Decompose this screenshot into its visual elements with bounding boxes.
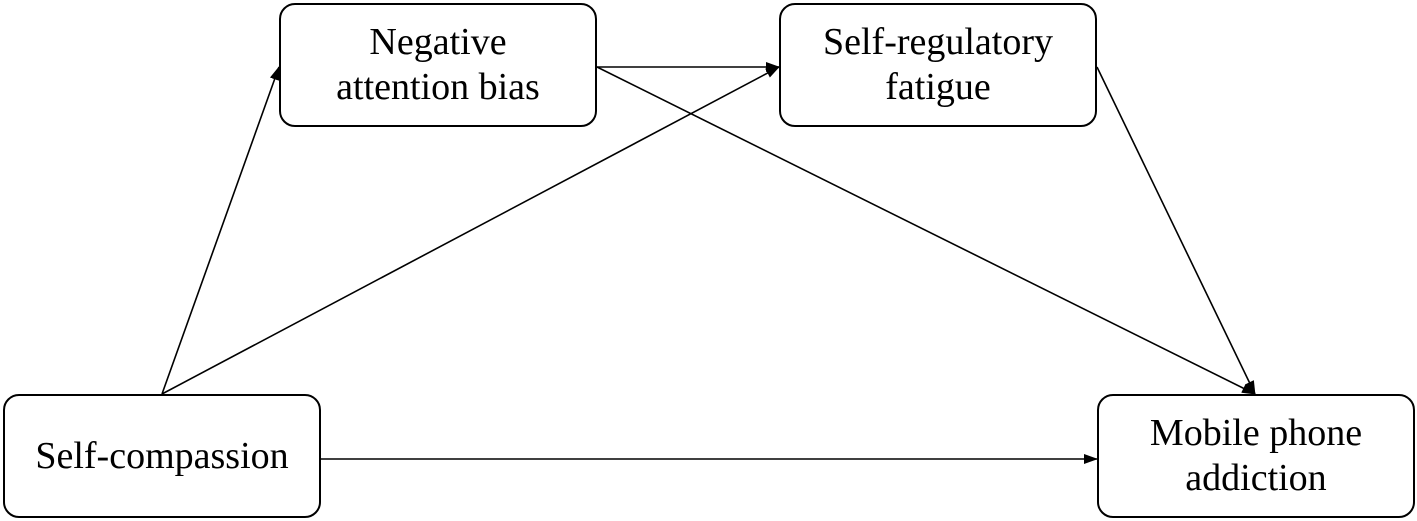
node-label-line: fatigue (885, 66, 991, 108)
arrow-negative-attention-bias-to-mobile-phone-addiction (596, 66, 1256, 395)
arrow-self-regulatory-fatigue-to-mobile-phone-addiction (1096, 66, 1256, 395)
node-label-line: Self-compassion (35, 434, 289, 477)
node-self-regulatory-fatigue: Self-regulatory fatigue (779, 3, 1097, 127)
node-mobile-phone-addiction: Mobile phone addiction (1097, 394, 1415, 518)
node-label-negative-attention-bias: Negative attention bias (336, 20, 540, 110)
node-label-self-compassion: Self-compassion (35, 434, 288, 479)
node-label-line: addiction (1185, 457, 1327, 499)
node-label-line: Mobile phone (1149, 412, 1363, 454)
node-label-line: Negative (369, 21, 507, 63)
node-label-self-regulatory-fatigue: Self-regulatory fatigue (823, 20, 1053, 110)
node-label-line: attention bias (336, 66, 540, 108)
arrow-self-compassion-to-self-regulatory-fatigue (161, 66, 780, 395)
node-label-mobile-phone-addiction: Mobile phone addiction (1150, 411, 1362, 501)
arrow-self-compassion-to-negative-attention-bias (161, 66, 280, 395)
node-label-line: Self-regulatory (822, 21, 1054, 63)
node-self-compassion: Self-compassion (3, 394, 321, 518)
node-negative-attention-bias: Negative attention bias (279, 3, 597, 127)
